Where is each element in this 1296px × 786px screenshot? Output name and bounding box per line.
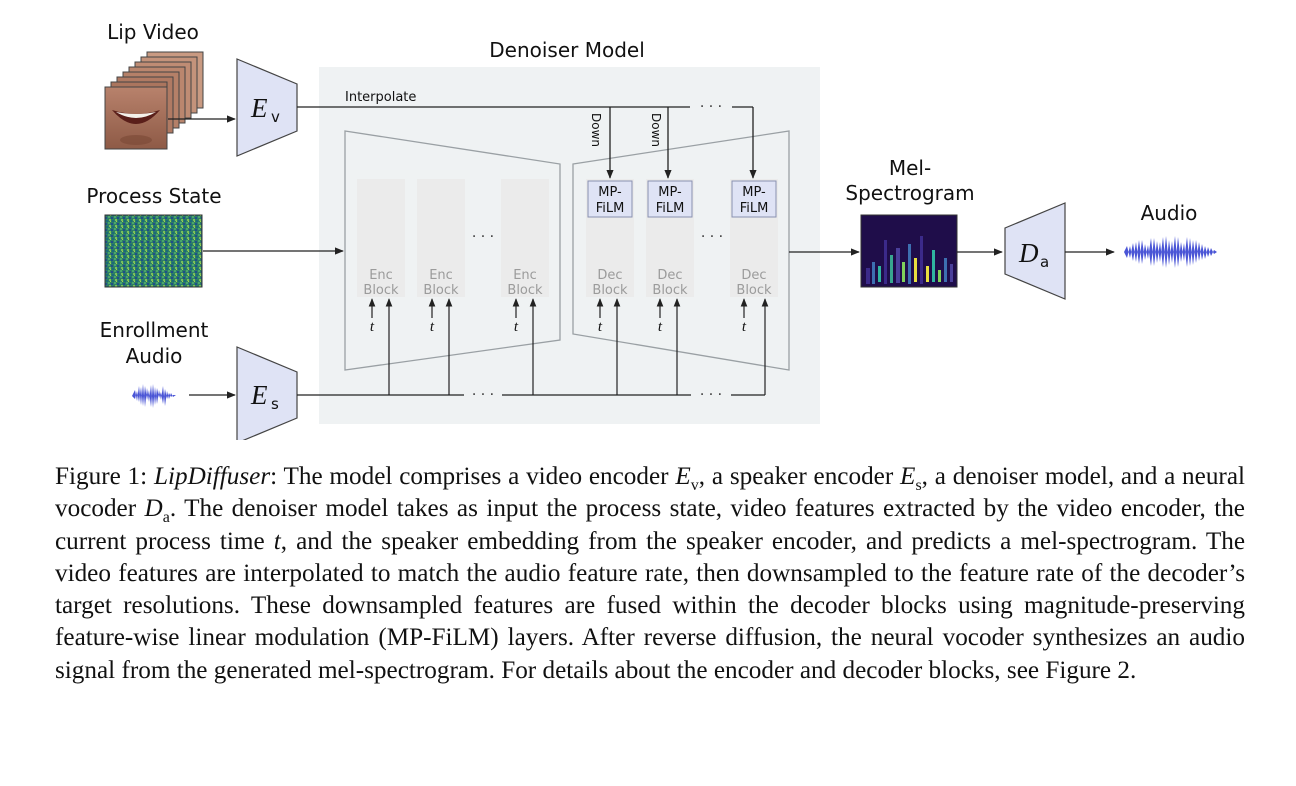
process-state-noise [104,214,203,288]
mp-film-1-line1: MP- [598,185,622,200]
caption-time-var: t [273,527,281,555]
mp-film-2 [647,180,693,218]
enc-time-2: t [430,319,435,335]
caption-es-symbol: E [900,463,916,490]
down-label-1: Down [589,113,603,147]
mp-film-2-line2: FiLM [656,201,685,216]
time-inputs [368,298,748,318]
lip-video-label: Lip Video [107,20,199,44]
interpolate-label: Interpolate [345,90,416,105]
dec-block-2-line1: Dec [657,268,682,283]
video-encoder [236,58,298,157]
vocoder [1004,202,1066,300]
mel-label-line1: Mel- [889,156,931,180]
mp-film-2-line1: MP- [658,185,682,200]
audio-label: Audio [1141,201,1198,225]
decoder-trapezoid [572,130,790,371]
speaker-encoder-symbol: E [250,380,268,410]
caption-ev-symbol: E [675,463,691,490]
vocoder-sub: a [1040,253,1049,271]
dec-block-1-line2: Block [592,283,628,298]
dec-block-3: MP- FiLM Dec Block [730,179,778,298]
enc-block-3: Enc Block [501,179,549,298]
process-state-label: Process State [86,184,221,208]
caption-da-symbol: D [144,495,163,523]
enrollment-label-line1: Enrollment [100,318,209,342]
encoder-trapezoid [344,130,561,371]
dec-block-3-line2: Block [736,283,772,298]
denoiser-title: Denoiser Model [489,38,645,62]
enc-block-1-line1: Enc [369,268,393,283]
enc-dots: · · · [472,229,494,245]
down-label-2: Down [649,113,663,147]
audio-waveform [1124,236,1217,268]
dec-block-3-line1: Dec [741,268,766,283]
enc-block-1-line2: Block [363,283,399,298]
caption-text-4: . The denoiser model takes as input the … [55,495,1245,555]
caption-model-name: LipDiffuser [153,463,271,490]
enc-time-1: t [370,319,375,335]
mp-film-3-line2: FiLM [740,201,769,216]
video-encoder-sub: v [271,108,280,126]
caption-es-sub: s [915,477,922,495]
caption-text-2: , a speaker encoder [698,463,901,490]
dec-dots: · · · [701,229,723,245]
enc-block-2-line1: Enc [429,268,453,283]
architecture-diagram: Denoiser Model Lip Video Process State E… [86,20,1217,440]
interpolate-dots: · · · [700,99,722,115]
mp-film-3 [731,180,777,218]
dec-block-2-line2: Block [652,283,688,298]
mp-film-1 [587,180,633,218]
caption-text-5: , and the speaker embedding from the spe… [55,527,1245,684]
speaker-encoder-sub: s [271,395,279,413]
enc-block-3-line2: Block [507,283,543,298]
enrollment-waveform [132,384,176,408]
mp-film-3-line1: MP- [742,185,766,200]
enc-block-2-line2: Block [423,283,459,298]
enc-block-1: Enc Block [357,179,405,298]
speaker-inputs [385,298,769,395]
video-encoder-symbol: E [250,93,268,123]
spk-dots-2: · · · [700,387,722,403]
vocoder-symbol: D [1018,238,1039,268]
dec-time-2: t [658,319,663,335]
enc-time-3: t [514,319,519,335]
caption-text-3: , a denoiser model, and a neural vocoder [55,463,1245,523]
enc-block-3-line1: Enc [513,268,537,283]
caption-da-sub: a [162,509,170,527]
caption-figure-label: Figure 1: [55,463,148,490]
speaker-encoder [236,346,298,440]
mel-label-line2: Spectrogram [845,181,974,205]
dec-time-1: t [598,319,603,335]
figure-caption: Figure 1: LipDiffuser: The model compris… [55,461,1245,687]
dec-block-2: MP- FiLM Dec Block [646,179,694,298]
dec-block-1-line1: Dec [597,268,622,283]
dec-time-3: t [742,319,747,335]
caption-text-1: : The model comprises a video encoder [270,463,676,490]
dec-block-1: MP- FiLM Dec Block [586,179,634,298]
caption-ev-sub: v [690,477,699,495]
lip-video-frames [104,51,204,150]
enrollment-label-line2: Audio [126,344,183,368]
mel-spectrogram [860,214,958,288]
enc-block-2: Enc Block [417,179,465,298]
spk-dots-1: · · · [472,387,494,403]
mp-film-1-line2: FiLM [596,201,625,216]
